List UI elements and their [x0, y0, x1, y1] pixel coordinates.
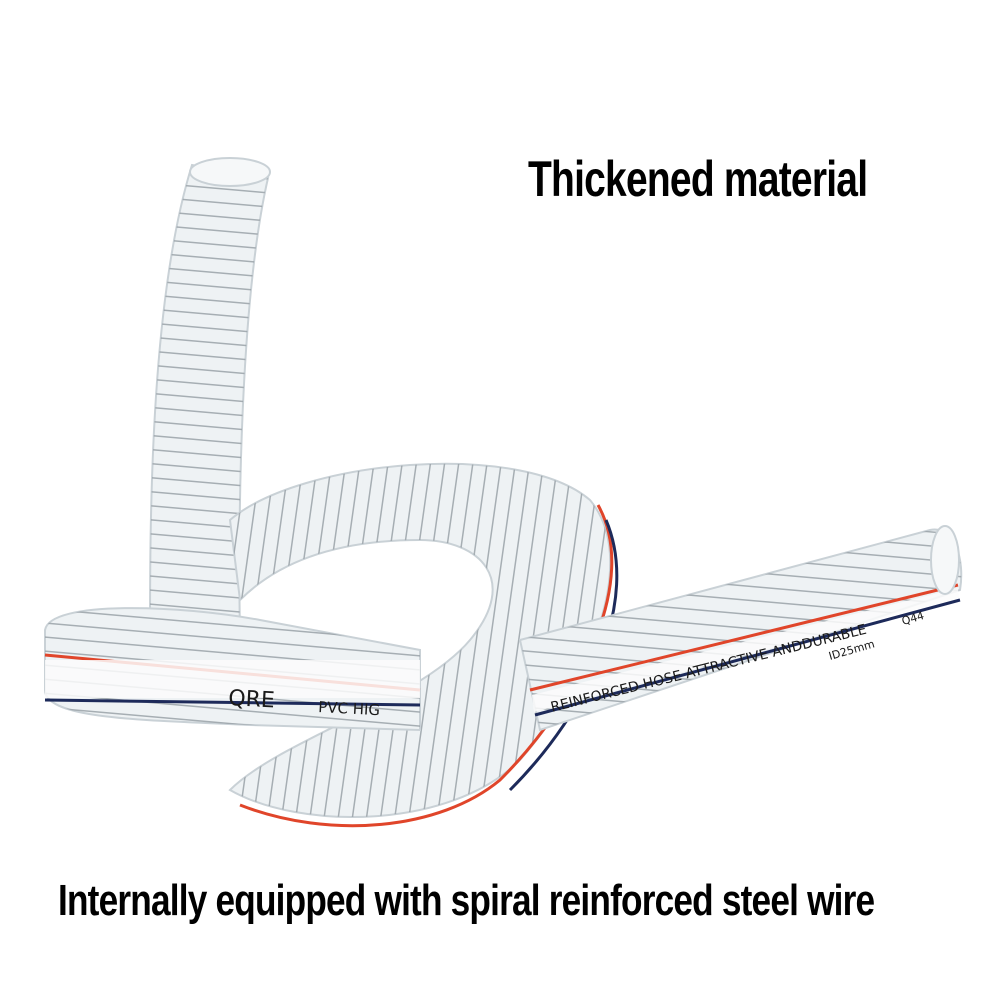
- hose-code-mark: Q44: [900, 609, 925, 628]
- hose-front-section: [44, 607, 421, 732]
- hose-brand-mark: QRE: [228, 686, 276, 713]
- headline-thickened-material: Thickened material: [528, 151, 868, 207]
- headline-steel-wire: Internally equipped with spiral reinforc…: [58, 876, 875, 925]
- hose-print-left: PVC HIG: [318, 698, 381, 719]
- hose-right-section: [518, 525, 963, 732]
